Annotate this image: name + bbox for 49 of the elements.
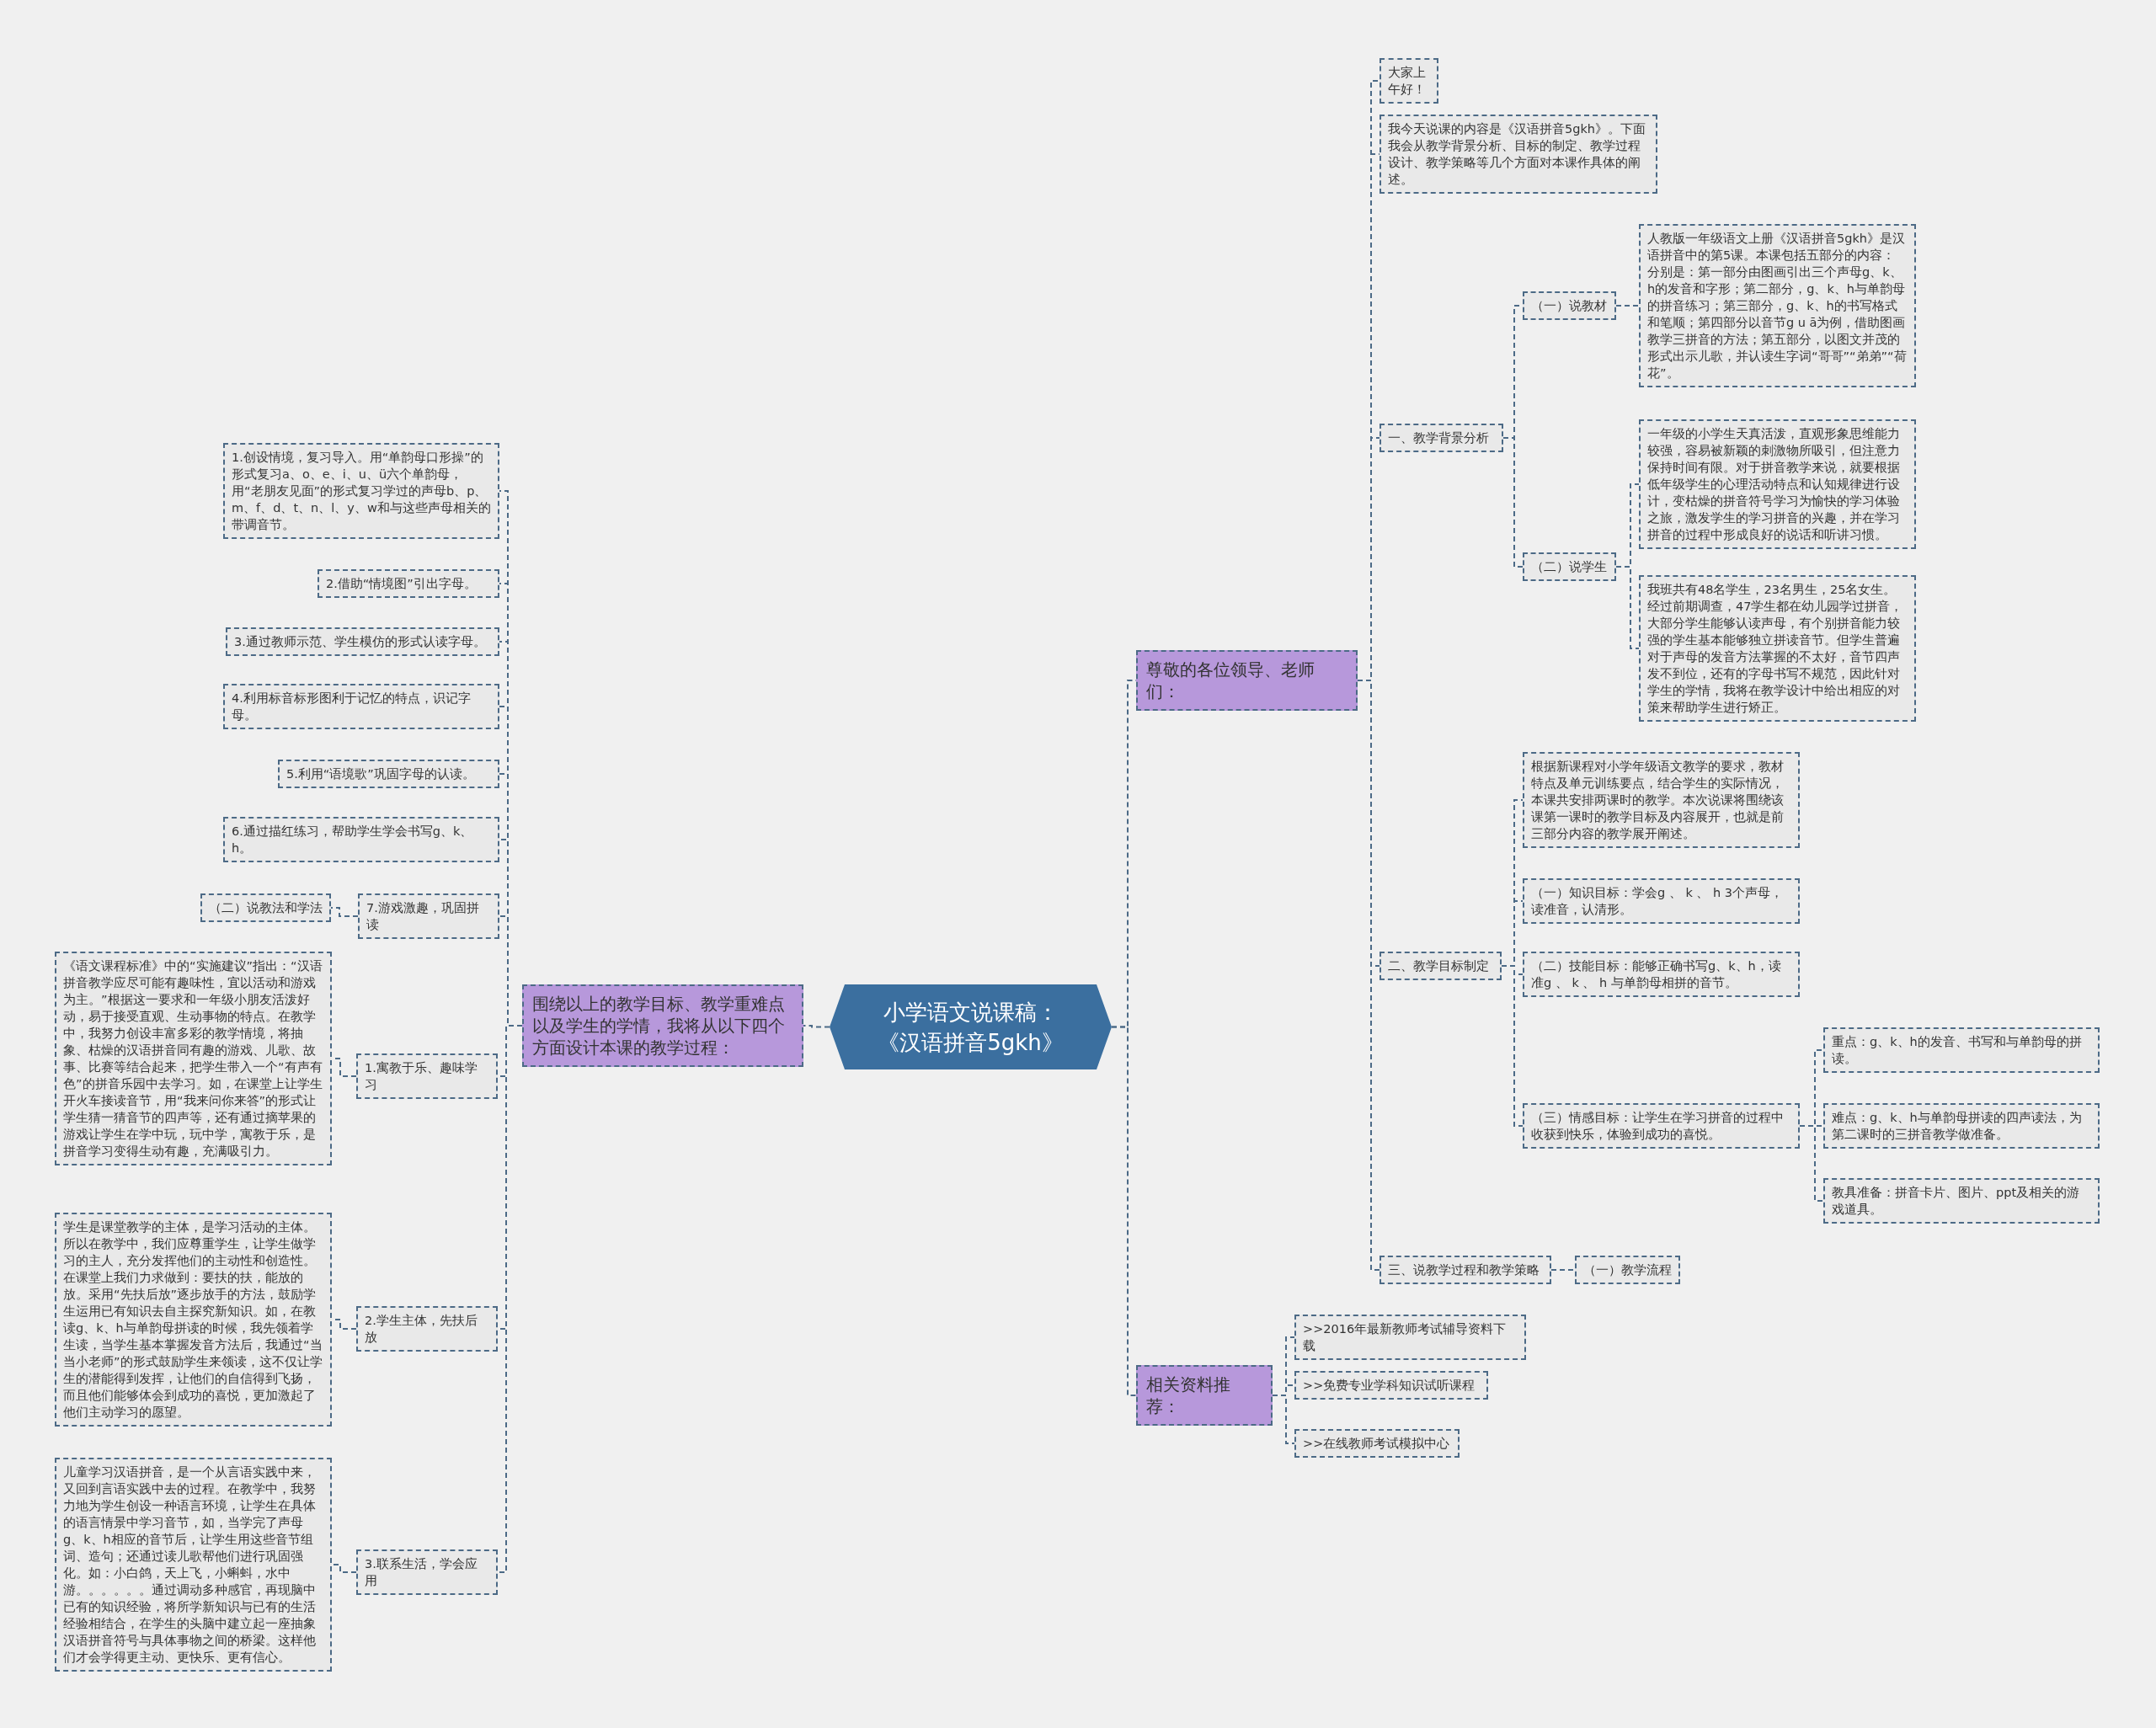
topic-box: 学生是课堂教学的主体，是学习活动的主体。所以在教学中，我们应尊重学生，让学生做学习的主人，充分发挥他们的主动性和创造性。在课堂上我们力求做到：要扶的扶，能放的放。采用“先扶后放”逐步放手的方法，鼓励学生运用已有知识去自主探究新知识。如，在教读g、k、h与单韵母拼读的时候，我先领着学生读，当学生基本掌握发音方法后，我通过“当当小老师”的形式鼓励学生来领读，这不仅让学生的潜能得到发挥，让他们的自信得到飞扬，而且他们能够体会到成功的喜悦，更加激起了他们主动学习的愿望。	[55, 1213, 332, 1427]
topic-box: （一）说教材	[1523, 291, 1616, 320]
topic-box: 1.创设情境，复习导入。用“单韵母口形操”的形式复习a、o、e、i、u、ü六个单韵母，用“老朋友见面”的形式复习学过的声母b、p、m、f、d、t、n、l、y、w和与这些声母相关的带调音节。	[223, 443, 499, 539]
branch-topic: 相关资料推荐：	[1136, 1365, 1273, 1426]
topic-box: 5.利用“语境歌”巩固字母的认读。	[278, 760, 499, 788]
topic-box: 4.利用标音标形图利于记忆的特点，识记字母。	[223, 684, 499, 729]
connector	[1615, 566, 1640, 649]
connector	[1501, 965, 1524, 1127]
topic-box: 3.通过教师示范、学生模仿的形式认读字母。	[226, 627, 499, 656]
topic-box: 儿童学习汉语拼音，是一个从言语实践中来，又回到言语实践中去的过程。在教学中，我努力地为学生创设一种语言环境，让学生在具体的语言情景中学习音节，如，当学完了声母g、k、h相应的音节后，让学生用这些音节组词、造句；还通过读儿歌帮他们进行巩固强化。如：小白鸽，天上飞，小蝌蚪，水中游。。。。。。通过调动多种感官，再现脑中已有的知识经验，将所学新知识与已有的生活经验相结合，在学生的头脑中建立起一座抽象汉语拼音符号与具体事物之间的桥梁。这样他们才会学得更主动、更快乐、更有信心。	[55, 1458, 332, 1672]
topic-box: 一、教学背景分析	[1380, 424, 1503, 452]
connector	[1615, 305, 1640, 307]
topic-box: 《语文课程标准》中的“实施建议”指出：“汉语拼音教学应尽可能有趣味性，宜以活动和游戏为主。”根据这一要求和一年级小朋友活泼好动，易于接受直观、生动事物的特点。在教学中，我努力创设丰富多彩的教学情境，将抽象、枯燥的汉语拼音同有趣的游戏、儿歌、故事、比赛等结合起来，把学生带入一个“有声有色”的拼音乐园中去学习。如，在课堂上让学生开火车接读音节，用“我来问你来答”的形式让学生猜一猜音节的四声等，还有通过摘苹果的游戏让学生在学中玩，玩中学，寓教于乐，是拼音学习变得生动有趣，充满吸引力。	[55, 952, 332, 1165]
topic-box: 2.借助“情境图”引出字母。	[318, 569, 499, 598]
topic-box: （二）技能目标：能够正确书写g、k、h，读准g 、 k 、 h 与单韵母相拼的音节。	[1523, 952, 1800, 997]
connector	[1799, 1125, 1824, 1202]
central-topic: 小学语文说课稿：《汉语拼音5gkh》	[830, 984, 1112, 1069]
connector	[1550, 1269, 1576, 1271]
topic-box: 大家上午好！	[1380, 58, 1438, 104]
topic-box: >>在线教师考试模拟中心	[1294, 1429, 1460, 1458]
topic-box: 6.通过描红练习，帮助学生学会书写g、k、h。	[223, 817, 499, 862]
topic-box: >>2016年最新教师考试辅导资料下载	[1294, 1315, 1526, 1360]
topic-box: 一年级的小学生天真活泼，直观形象思维能力较强，容易被新颖的刺激物所吸引，但注意力保持时间有限。对于拼音教学来说，就要根据低年级学生的心理活动特点和认知规律进行设计，变枯燥的拼音符号学习为愉快的学习体验之旅，激发学生的学习拼音的兴趣，并在学习拼音的过程中形成良好的说话和听讲习惯。	[1639, 419, 1916, 549]
topic-box: 7.游戏激趣，巩固拼读	[358, 893, 499, 939]
topic-box: （一）知识目标：学会g 、 k 、 h 3个声母，读准音，认清形。	[1523, 878, 1800, 924]
connector	[1502, 437, 1524, 568]
connector	[1272, 1395, 1295, 1444]
topic-box: （一）教学流程	[1575, 1256, 1680, 1284]
topic-box: 根据新课程对小学年级语文教学的要求，教材特点及单元训练要点，结合学生的实际情况，本课共安排两课时的教学。本次说课将围绕该课第一课时的教学目标及内容展开，也就是前三部分内容的教学展开阐述。	[1523, 752, 1800, 848]
topic-box: >>免费专业学科知识试听课程	[1294, 1371, 1488, 1400]
topic-box: （二）说学生	[1523, 552, 1616, 581]
branch-topic: 尊敬的各位领导、老师们：	[1136, 650, 1358, 711]
topic-box: 2.学生主体，先扶后放	[356, 1306, 498, 1352]
topic-box: 我今天说课的内容是《汉语拼音5gkh》。下面我会从教学背景分析、目标的制定、教学过程设计、教学策略等几个方面对本课作具体的阐述。	[1380, 115, 1657, 194]
topic-box: 1.寓教于乐、趣味学习	[356, 1053, 498, 1099]
topic-box: 我班共有48名学生，23名男生，25名女生。经过前期调查，47学生都在幼儿园学过拼音，大部分学生能够认读声母，有个别拼音能力较强的学生基本能够独立拼读音节。但学生普遍对于声母的发音方法掌握的不太好，音节四声发不到位，还有的字母书写不规范，因此针对学生的学情，我将在教学设计中给出相应的对策来帮助学生进行矫正。	[1639, 575, 1916, 722]
topic-box: （二）说教法和学法	[200, 893, 331, 922]
topic-box: 二、教学目标制定	[1380, 952, 1502, 980]
branch-topic: 围绕以上的教学目标、教学重难点以及学生的学情，我将从以下四个方面设计本课的教学过程：	[522, 984, 803, 1067]
connector	[803, 1025, 830, 1028]
topic-box: 重点：g、k、h的发音、书写和与单韵母的拼读。	[1823, 1027, 2100, 1073]
topic-box: （三）情感目标：让学生在学习拼音的过程中收获到快乐，体验到成功的喜悦。	[1523, 1103, 1800, 1149]
connector	[331, 1564, 357, 1573]
topic-box: 人教版一年级语文上册《汉语拼音5gkh》是汉语拼音中的第5课。本课包括五部分的内容：分别是：第一部分由图画引出三个声母g、k、h的发音和字形；第二部分，g、k、h与单韵母的拼音练习；第三部分，g、k、h的书写格式和笔顺；第四部分以音节g u ā为例，借助图画教学三拼音的方法；第五部分，以图文并茂的形式出示儿歌，并认读生字词“哥哥”“弟弟”“荷花”。	[1639, 224, 1916, 387]
topic-box: 难点：g、k、h与单韵母拼读的四声读法，为第二课时的三拼音教学做准备。	[1823, 1103, 2100, 1149]
topic-box: 3.联系生活，学会应用	[356, 1549, 498, 1595]
topic-box: 三、说教学过程和教学策略	[1380, 1256, 1551, 1284]
connector	[1111, 1026, 1137, 1396]
topic-box: 教具准备：拼音卡片、图片、ppt及相关的游戏道具。	[1823, 1178, 2100, 1224]
